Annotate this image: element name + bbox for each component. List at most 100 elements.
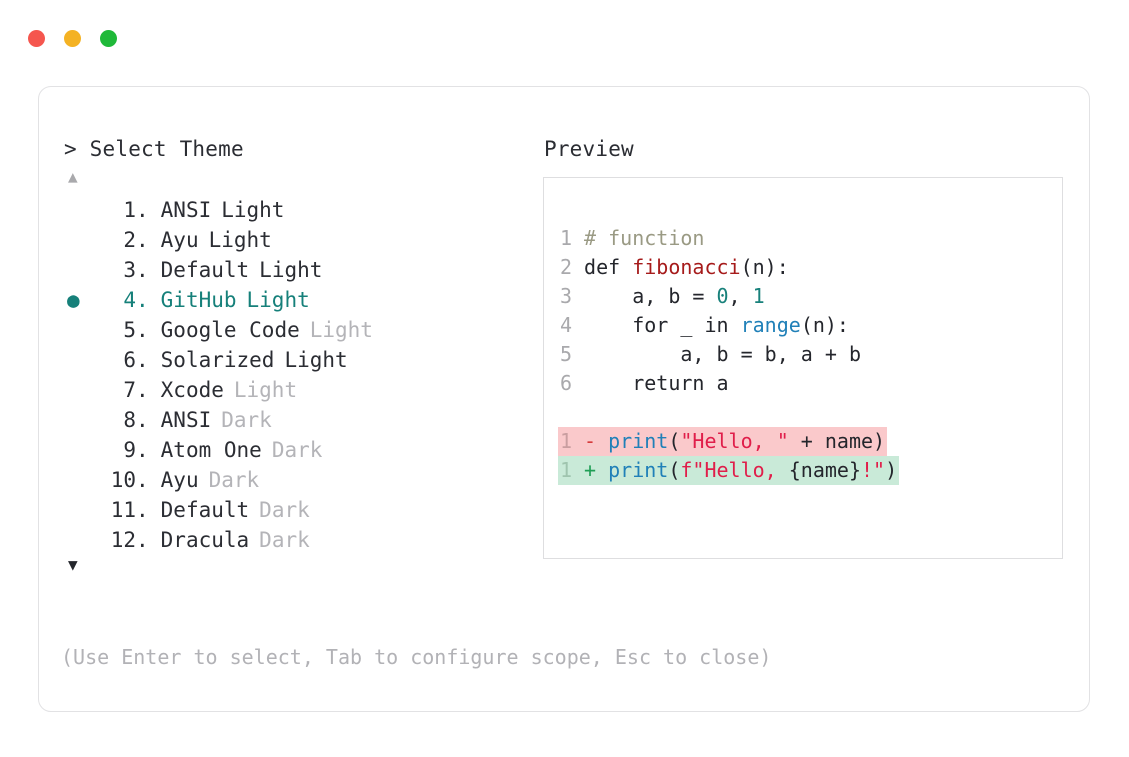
theme-item-name: Default: [160, 258, 250, 282]
code-token: # function: [584, 226, 705, 250]
code-token: for _ in: [584, 313, 741, 337]
theme-item-variant: Light: [284, 348, 348, 372]
theme-item-variant: Dark: [259, 528, 310, 552]
theme-item-number: 4: [123, 288, 136, 312]
theme-item-dot: .: [136, 348, 149, 372]
theme-item-name: GitHub: [160, 288, 237, 312]
theme-item-number: 2: [123, 228, 136, 252]
theme-item-name: Atom One: [160, 438, 262, 462]
theme-item-name: Ayu: [160, 468, 199, 492]
diff-line: 1 - print("Hello, " + name): [558, 427, 1056, 456]
gutter-space: [572, 226, 584, 250]
selected-bullet-icon: ●: [64, 495, 90, 525]
minimize-button[interactable]: [64, 30, 81, 47]
selected-bullet-icon: ●: [64, 315, 90, 345]
code-token: ): [885, 458, 898, 482]
code-token: (n):: [740, 255, 789, 279]
line-number: 3: [559, 284, 572, 308]
selected-bullet-icon: ●: [67, 288, 80, 312]
code-token: return a: [584, 371, 729, 395]
theme-item-dot: .: [136, 408, 149, 432]
gutter-space: [572, 255, 584, 279]
code-token: print: [608, 458, 669, 482]
code-token: (n):: [800, 313, 849, 337]
theme-item-variant: Light: [233, 378, 298, 402]
theme-item-dot: .: [136, 228, 149, 252]
line-number: 2: [559, 255, 572, 279]
diff-line: 1 + print(f"Hello, {name}!"): [558, 456, 1056, 485]
line-number: 1: [559, 226, 572, 250]
code-token: !": [861, 458, 886, 482]
gutter-space: [572, 313, 584, 337]
theme-item-variant: Dark: [271, 438, 323, 462]
code-line: 4 for _ in range(n):: [558, 311, 1056, 340]
theme-item-number: 10: [110, 468, 136, 492]
theme-item-dot: .: [136, 198, 149, 222]
window-traffic-lights: [28, 30, 117, 47]
theme-item-name: Default: [160, 498, 250, 522]
selected-bullet-icon: ●: [64, 405, 90, 435]
code-line: 2 def fibonacci(n):: [558, 253, 1056, 282]
maximize-button[interactable]: [100, 30, 117, 47]
theme-item-variant: Dark: [221, 408, 272, 432]
code-token: {name}: [788, 458, 862, 482]
code-token: range: [740, 313, 801, 337]
diff-minus-marker: -: [572, 429, 609, 453]
theme-item-dot: .: [136, 528, 149, 552]
gutter-space: [572, 284, 584, 308]
theme-item-number: 1: [123, 198, 136, 222]
select-theme-prompt: > Select Theme: [64, 137, 244, 161]
line-number: 6: [559, 371, 572, 395]
code-token: fibonacci: [632, 255, 741, 279]
theme-item-variant: Light: [221, 198, 285, 222]
theme-item-name: Google Code: [160, 318, 300, 342]
code-token: "Hello, ": [680, 429, 789, 453]
theme-item-dot: .: [136, 498, 149, 522]
code-line: 5 a, b = b, a + b: [558, 340, 1056, 369]
code-token: 1: [752, 284, 765, 308]
theme-item-variant: Dark: [208, 468, 260, 492]
theme-list-column: ▲ ●1.ANSILight●2.AyuLight●3.DefaultLight…: [64, 167, 504, 575]
theme-item-number: 6: [123, 348, 136, 372]
theme-item-number: 3: [123, 258, 136, 282]
code-token: + name): [788, 429, 886, 453]
selected-bullet-icon: ●: [64, 255, 90, 285]
line-number: 1: [559, 458, 572, 482]
code-line: 6 return a: [558, 369, 1056, 398]
theme-item-variant: Dark: [259, 498, 310, 522]
selected-bullet-icon: ●: [64, 225, 90, 255]
scroll-up-arrow[interactable]: ▲: [68, 167, 78, 186]
line-number: 1: [559, 429, 572, 453]
selected-bullet-icon: ●: [64, 375, 90, 405]
theme-list[interactable]: ●1.ANSILight●2.AyuLight●3.DefaultLight●4…: [64, 195, 504, 555]
theme-item-variant: Light: [208, 228, 272, 252]
code-token: def: [584, 255, 633, 279]
diff-plus-marker: +: [572, 458, 609, 482]
theme-selector-card: > Select Theme Preview ▲ ● 1. ANSI Light ● 2.…: [38, 86, 1090, 712]
code-token: (: [668, 429, 681, 453]
preview-heading: Preview: [544, 137, 634, 161]
theme-item-name: Xcode: [160, 378, 224, 402]
code-line: 1 # function: [558, 224, 1056, 253]
theme-item-name: ANSI: [160, 198, 212, 222]
scroll-down-arrow[interactable]: ▼: [68, 555, 78, 574]
theme-item-variant: Light: [246, 288, 310, 312]
theme-item-dot: .: [136, 258, 149, 282]
theme-item-name: ANSI: [160, 408, 212, 432]
close-button[interactable]: [28, 30, 45, 47]
diff-added-line: 1 + print(f"Hello, {name}!"): [558, 456, 900, 485]
